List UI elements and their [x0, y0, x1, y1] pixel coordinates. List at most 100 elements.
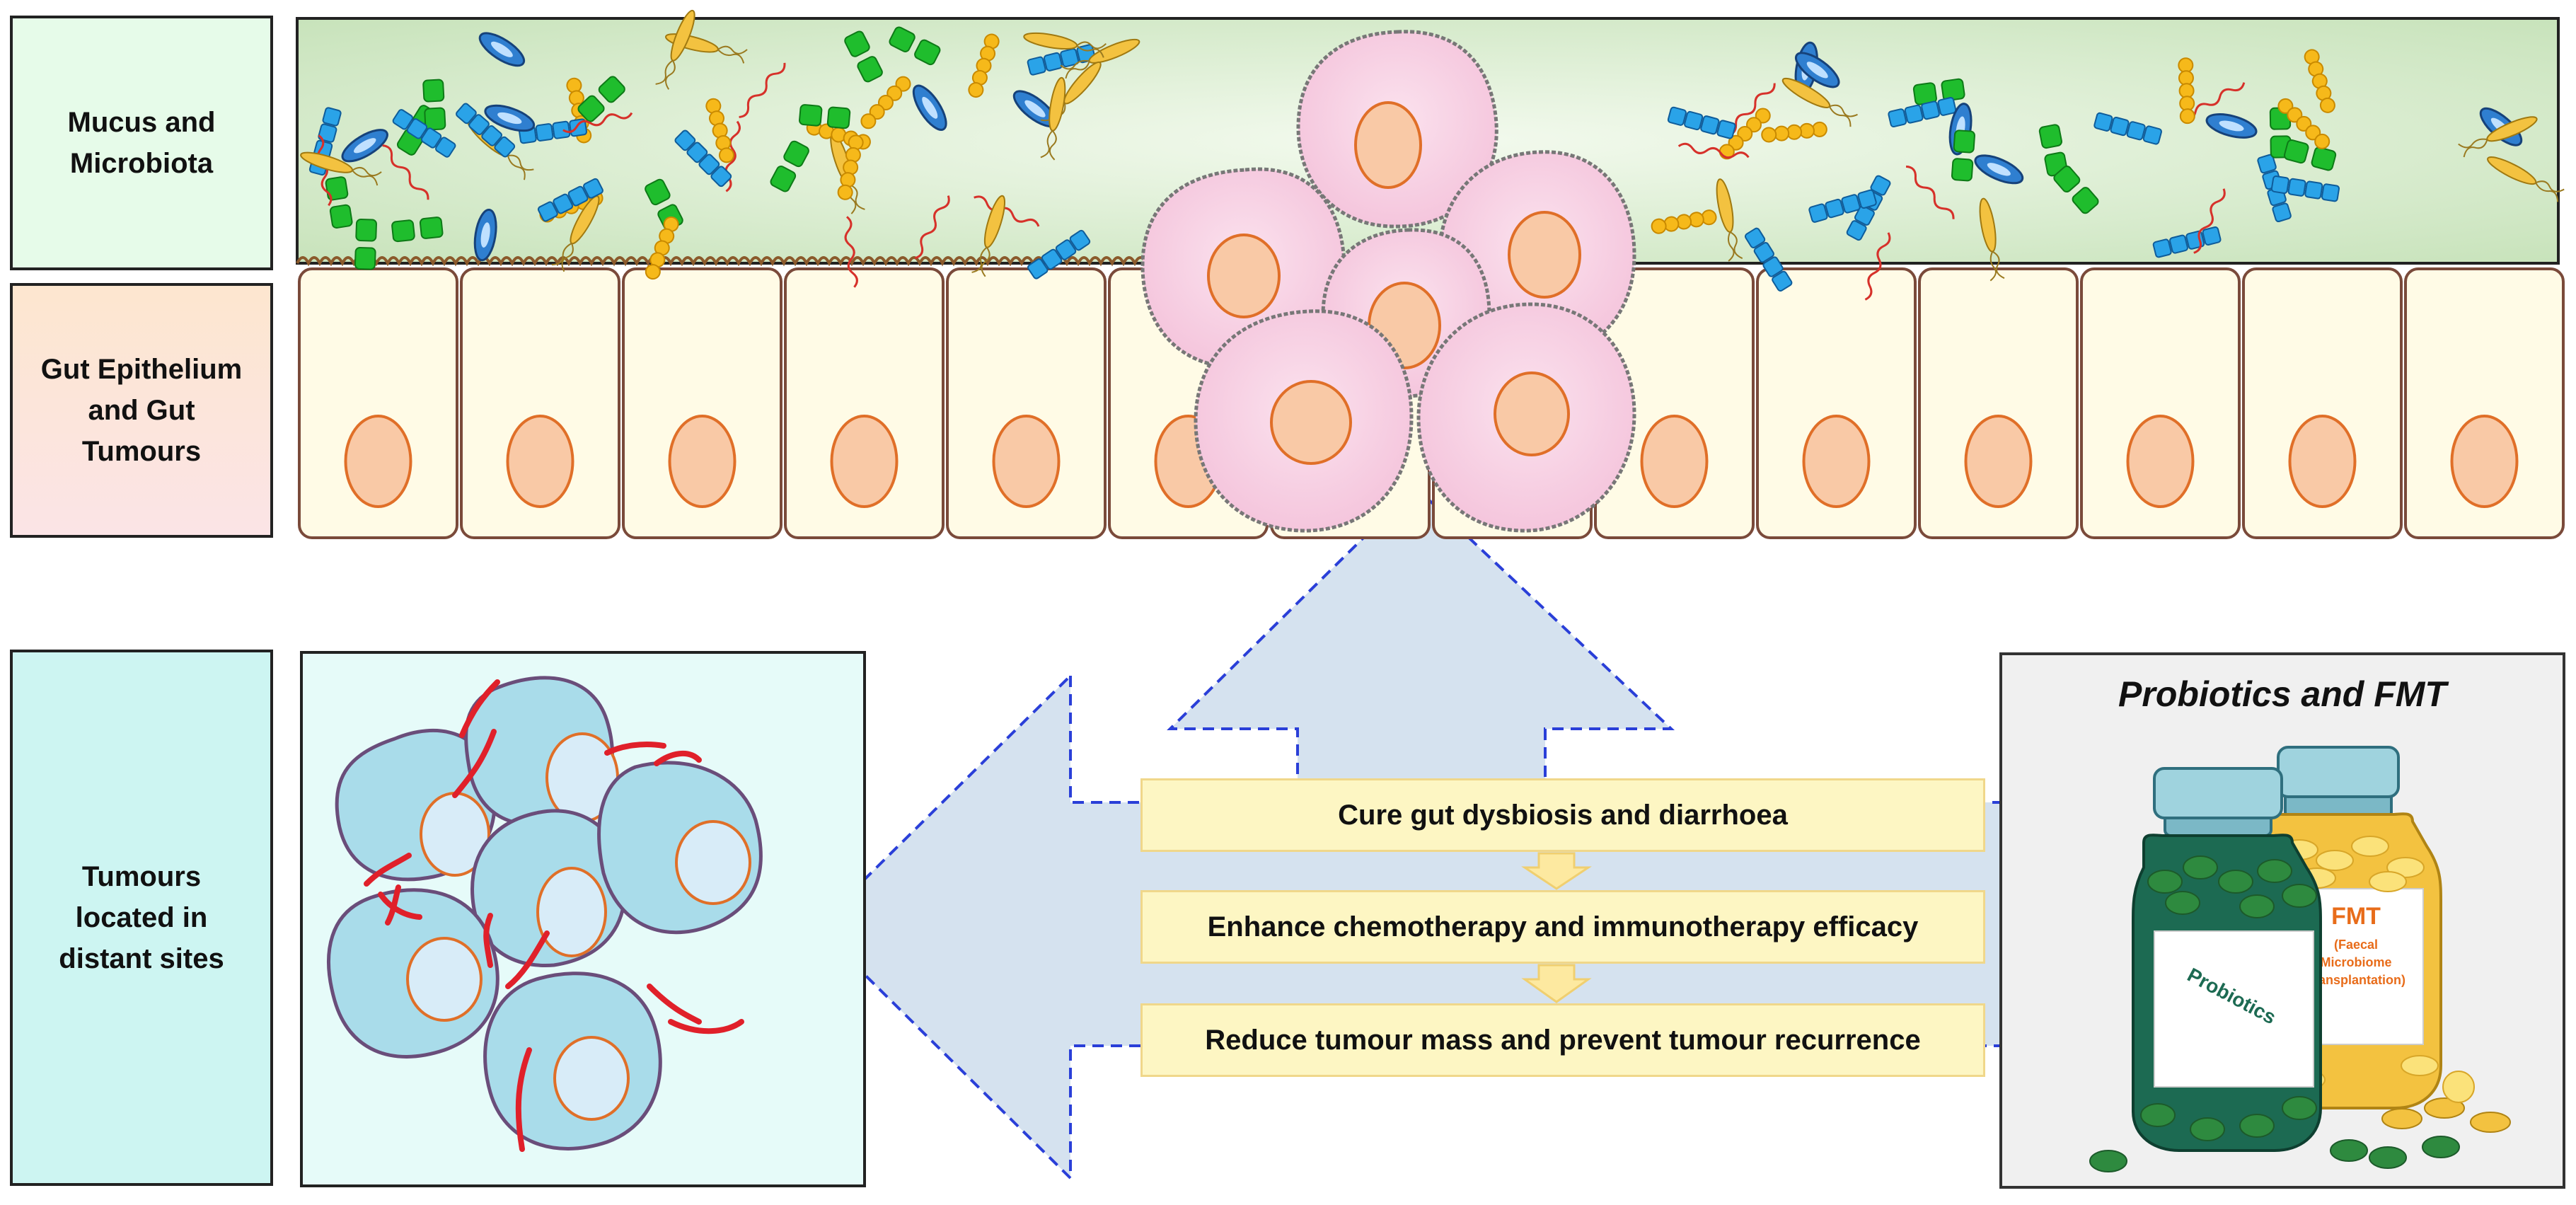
- distant-cell: [327, 888, 499, 1059]
- green-bacterium: [422, 79, 446, 131]
- green-bacterium: [2283, 139, 2337, 171]
- blue-square-chain: [1667, 106, 1736, 139]
- yellow-coccus-chain: [2277, 98, 2330, 149]
- mucus-microbiota-label: Mucus and Microbiota: [10, 16, 273, 270]
- tumour-cell: [1194, 309, 1414, 533]
- distant-cell: [483, 972, 662, 1151]
- flagellated-bacterium: [1040, 76, 1066, 161]
- flagellated-bacterium: [1060, 38, 1140, 79]
- blue-rod-bacterium: [473, 208, 497, 262]
- probiotics-bottle: Probiotics: [2132, 767, 2322, 1152]
- microvilli-border: [296, 256, 1295, 267]
- epithelial-cell: [1918, 267, 2079, 539]
- tumour-cell: [1296, 30, 1498, 229]
- label-line: and Gut: [88, 395, 195, 426]
- yellow-coccus-chain: [1651, 209, 1717, 234]
- yellow-coccus-chain: [2178, 57, 2195, 125]
- label-line: Tumours: [81, 861, 202, 892]
- green-bacterium: [770, 140, 809, 192]
- label-line: distant sites: [59, 943, 224, 974]
- blood-vessels: [364, 679, 744, 1152]
- effect-cure-dysbiosis: Cure gut dysbiosis and diarrhoea: [1140, 778, 1985, 852]
- red-spirochete: [914, 195, 950, 260]
- fmt-bottle-sub: (Faecal: [2334, 938, 2378, 952]
- distant-tumours-label: Tumours located in distant sites: [10, 650, 273, 1186]
- flagellated-bacterium: [1781, 77, 1858, 127]
- tumour-cell: [1416, 302, 1636, 533]
- epithelial-cell: [460, 267, 620, 539]
- epithelial-cell: [2242, 267, 2403, 539]
- red-spirochete: [1864, 232, 1891, 301]
- flagellated-bacterium: [1023, 32, 1107, 58]
- yellow-coccus-chain: [968, 33, 1000, 98]
- yellow-coccus-chain: [837, 134, 864, 200]
- epithelial-cell: [2080, 267, 2241, 539]
- up-arrow: [1167, 485, 1675, 804]
- flagellated-bacterium: [2487, 156, 2565, 202]
- blue-rod-bacterium: [478, 32, 526, 67]
- blue-square-chain: [2270, 175, 2340, 202]
- green-bacterium: [799, 104, 851, 129]
- green-bacterium: [325, 176, 353, 229]
- epithelial-cell: [1756, 267, 1917, 539]
- gut-epithelium-label: Gut Epithelium and Gut Tumours: [10, 283, 273, 538]
- flagellated-bacterium: [655, 9, 695, 90]
- green-bacterium: [354, 218, 377, 270]
- probiotics-fmt-title: Probiotics and FMT: [2118, 674, 2447, 714]
- down-arrow-small: [1521, 852, 1592, 890]
- microbiota: [300, 9, 2565, 301]
- red-spirochete: [382, 144, 429, 200]
- epithelial-cell: [2404, 267, 2565, 539]
- effect-enhance-therapy: Enhance chemotherapy and immunotherapy e…: [1140, 890, 1985, 964]
- down-arrow-small: [1521, 964, 1592, 1003]
- blue-rod-bacterium: [912, 84, 947, 131]
- blue-rod-bacterium: [484, 104, 536, 132]
- bottles-illustration: FMT (Faecal Microbiome Transplantation): [2089, 746, 2511, 1172]
- flagellated-bacterium: [2458, 116, 2538, 158]
- green-bacterium: [844, 30, 883, 83]
- probiotic-pills: [2140, 855, 2317, 1141]
- yellow-coccus-chain: [860, 76, 911, 129]
- flagellated-bacterium: [300, 151, 382, 186]
- blue-square-chain: [2093, 112, 2162, 145]
- epithelial-cell: [1594, 267, 1755, 539]
- blue-rod-bacterium: [2205, 113, 2258, 139]
- epithelial-cell: [946, 267, 1107, 539]
- epithelial-cell: [298, 267, 458, 539]
- red-spirochete: [844, 216, 858, 288]
- label-line: located in: [75, 902, 208, 933]
- blue-square-chain: [456, 103, 516, 158]
- red-spirochete: [974, 195, 1040, 227]
- yellow-coccus-chain: [2304, 49, 2335, 113]
- epithelial-cell: [622, 267, 782, 539]
- scattered-pills: [2089, 1071, 2511, 1172]
- probiotics-fmt-panel: Probiotics and FMT FMT (Faecal Microbiom…: [1999, 652, 2565, 1189]
- fmt-bottle-sub: Microbiome: [2320, 955, 2391, 969]
- label-line: Microbiota: [69, 148, 214, 179]
- blue-square-chain: [1744, 227, 1793, 292]
- distant-cell: [335, 728, 497, 882]
- yellow-coccus-chain: [705, 98, 734, 163]
- blue-square-chain: [1888, 97, 1957, 128]
- green-bacterium: [2053, 165, 2099, 214]
- red-spirochete: [1677, 142, 1750, 159]
- fmt-bottle-sub: Transplantation): [2306, 973, 2405, 987]
- blue-rod-bacterium: [1974, 154, 2024, 185]
- distant-tumours-panel: [300, 651, 866, 1187]
- effect-reduce-tumour: Reduce tumour mass and prevent tumour re…: [1140, 1003, 1985, 1077]
- distant-cell: [464, 676, 619, 826]
- red-spirochete: [562, 112, 633, 133]
- fmt-bottle-label: FMT: [2331, 903, 2381, 930]
- yellow-coccus-chain: [1719, 108, 1771, 160]
- flagellated-bacterium: [551, 195, 600, 272]
- blue-square-chain: [674, 129, 732, 188]
- distant-cell: [470, 809, 627, 967]
- yellow-coccus-chain: [1761, 121, 1827, 143]
- red-spirochete: [1905, 165, 1955, 219]
- green-bacterium: [889, 26, 941, 66]
- label-line: Mucus and: [67, 107, 216, 138]
- flagellated-bacterium: [1716, 178, 1743, 262]
- label-line: Tumours: [81, 436, 202, 467]
- green-bacterium: [1951, 129, 1975, 182]
